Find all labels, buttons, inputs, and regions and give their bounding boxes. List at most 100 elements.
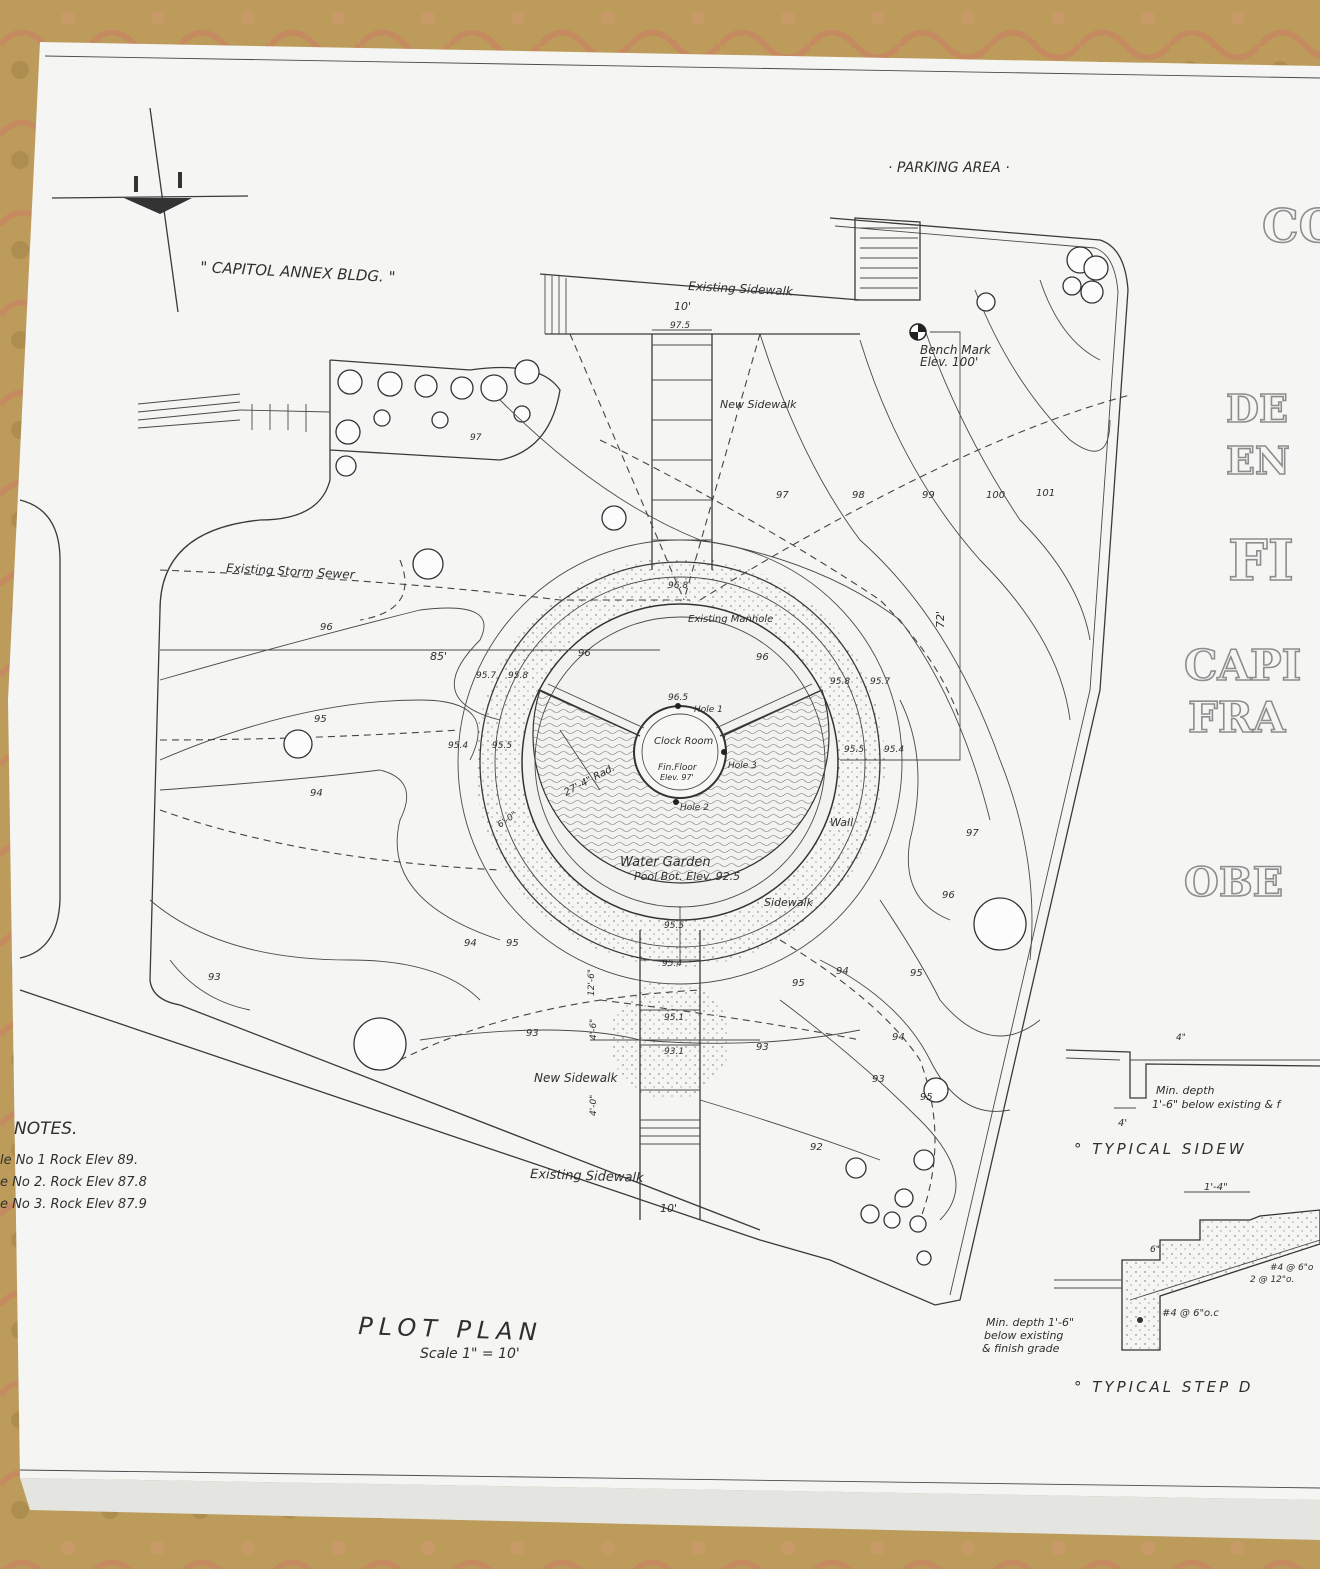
spot-elevations: 97.5 96.8 95.7 95.8 96.5 95.8 95.7 95.4 … [448,321,904,1057]
notes-heading: NOTES. [14,1119,77,1139]
title-fragment: OBE [1184,859,1283,906]
storm-sewer-label: Existing Storm Sewer [226,561,356,582]
contour-label: 100 [986,490,1005,501]
detail-dimension: 4' [1118,1118,1127,1129]
south-stipple [610,980,730,1100]
note-item: e No 3. Rock Elev 87.9 [0,1197,147,1212]
dimension-label: 4'-0" [589,1095,599,1116]
spot-elevation: 95.5 [844,745,864,755]
spot-elevation: 95.4 [662,959,682,969]
spot-elevation: 95.4 [884,745,904,755]
dimension-label: 12'-6" [587,969,597,996]
contour-label: 98 [852,490,865,501]
hole-2-label: Hole 2 [680,803,709,813]
contour-label: 93 [872,1074,885,1085]
existing-sidewalk-north [539,217,921,335]
west-boundary [149,360,761,1231]
detail-note: Min. depth 1'-6" [986,1316,1074,1329]
step-detail: 1'-4" 6" #4 @ 6"o 2 @ 12"o. #4 @ 6"o.c M… [982,1182,1320,1396]
notes-block: NOTES. le No 1 Rock Elev 89. e No 2. Roc… [0,1119,147,1212]
hole-marker [675,703,681,709]
sidewalk-detail: 4' 4" Min. depth 1'-6" below existing & … [1065,1033,1320,1158]
spot-elevation: 95.1 [664,1013,684,1023]
title-block: CO DE EN FI CAPI FRA OBE [1183,198,1320,907]
contour-lines [149,279,1111,1221]
hole-marker [721,749,727,755]
contour-label: 94 [836,966,849,977]
sheet-border-bottom [19,1469,1320,1489]
step-detail-title: ° TYPICAL STEP D [1074,1378,1253,1396]
contour-label: 96 [578,648,591,659]
title-fragment: FRA [1188,693,1287,742]
parking-area-label: · PARKING AREA · [888,160,1010,176]
hole-3-label: Hole 3 [728,761,757,771]
site-boundary [19,217,1129,1306]
site-boundary-inner [834,225,1119,1296]
wall-label: Wall [830,816,853,829]
spot-elevation: 95.7 [476,671,496,681]
spot-elevation: 96.8 [668,581,688,591]
water-garden-label: Water Garden [620,855,711,870]
contour-label: 97 [470,433,482,443]
clock-room-label: Clock Room [654,736,714,747]
clock-room-inner [641,713,719,791]
contour-label: 97 [776,490,789,501]
contour-label: 94 [310,788,323,799]
clock-room [633,705,727,799]
new-sidewalk-north [569,329,761,601]
contour-label: 95 [506,938,519,949]
dimension-label: 10' [674,300,691,313]
new-sidewalk-south-label: New Sidewalk [534,1071,618,1085]
annex-steps [137,393,331,432]
contour-label: 92 [810,1142,823,1153]
dimension-label: 4'-6" [589,1019,599,1040]
plot-plan-title: PLOT PLAN [358,1312,543,1346]
sidewalk-label: Sidewalk [764,896,814,909]
spot-elevation: 96.5 [668,693,688,703]
note-item: e No 2. Rock Elev 87.8 [0,1175,147,1190]
title-fragment: CO [1262,199,1320,253]
spot-elevation: 95.8 [508,671,528,681]
plot-plan-scale: Scale 1" = 10' [420,1346,520,1362]
spot-elevation: 97.5 [670,321,690,331]
contour-label: 96 [942,890,955,901]
bench-mark-elev: Elev. 100' [920,355,978,369]
detail-note: Min. depth [1156,1084,1215,1097]
pool-elev-label: Pool Bot. Elev. 92.5 [634,870,740,883]
radial-lines [537,683,823,960]
title-fragment: EN [1226,438,1290,483]
contour-label: 101 [1036,488,1055,499]
trees [283,246,1109,1266]
spot-elevation: 95.5 [664,921,684,931]
spot-elevation: 95.8 [830,677,850,687]
detail-dimension: 6" [1150,1245,1160,1255]
sidewalk-detail-title: ° TYPICAL SIDEW [1074,1140,1247,1158]
bench-mark-icon [840,323,961,761]
spot-elevation: 95.5 [492,741,512,751]
detail-dimension: 1'-4" [1204,1182,1228,1193]
contour-label: 93 [756,1042,769,1053]
hole-1-label: Hole 1 [694,705,723,715]
title-fragment: FI [1228,528,1294,594]
detail-note: below existing [984,1329,1063,1342]
rebar-label: #4 @ 6"o [1270,1263,1314,1273]
contour-label: 95 [792,978,805,989]
dimension-label: 72' [934,611,947,628]
spot-elevation: 93.1 [664,1047,684,1057]
contour-label: 96 [320,622,333,633]
rebar-label: #4 @ 6"o.c [1162,1308,1219,1319]
contour-label: 96 [756,652,769,663]
dimension-label: 10' [660,1202,677,1215]
contour-label: 97 [966,828,979,839]
contour-label: 94 [892,1032,905,1043]
detail-note: 1'-6" below existing & f [1152,1098,1283,1111]
fin-floor-label: Fin.Floor [658,763,698,773]
contour-label: 95 [910,968,923,979]
sheet-border-top [44,55,1320,79]
north-arrow-icon [51,107,249,313]
contour-label: 99 [922,490,935,501]
new-sidewalk-label: New Sidewalk [720,398,797,411]
existing-sidewalk-label: Existing Sidewalk [688,279,794,299]
contour-label: 94 [464,938,477,949]
